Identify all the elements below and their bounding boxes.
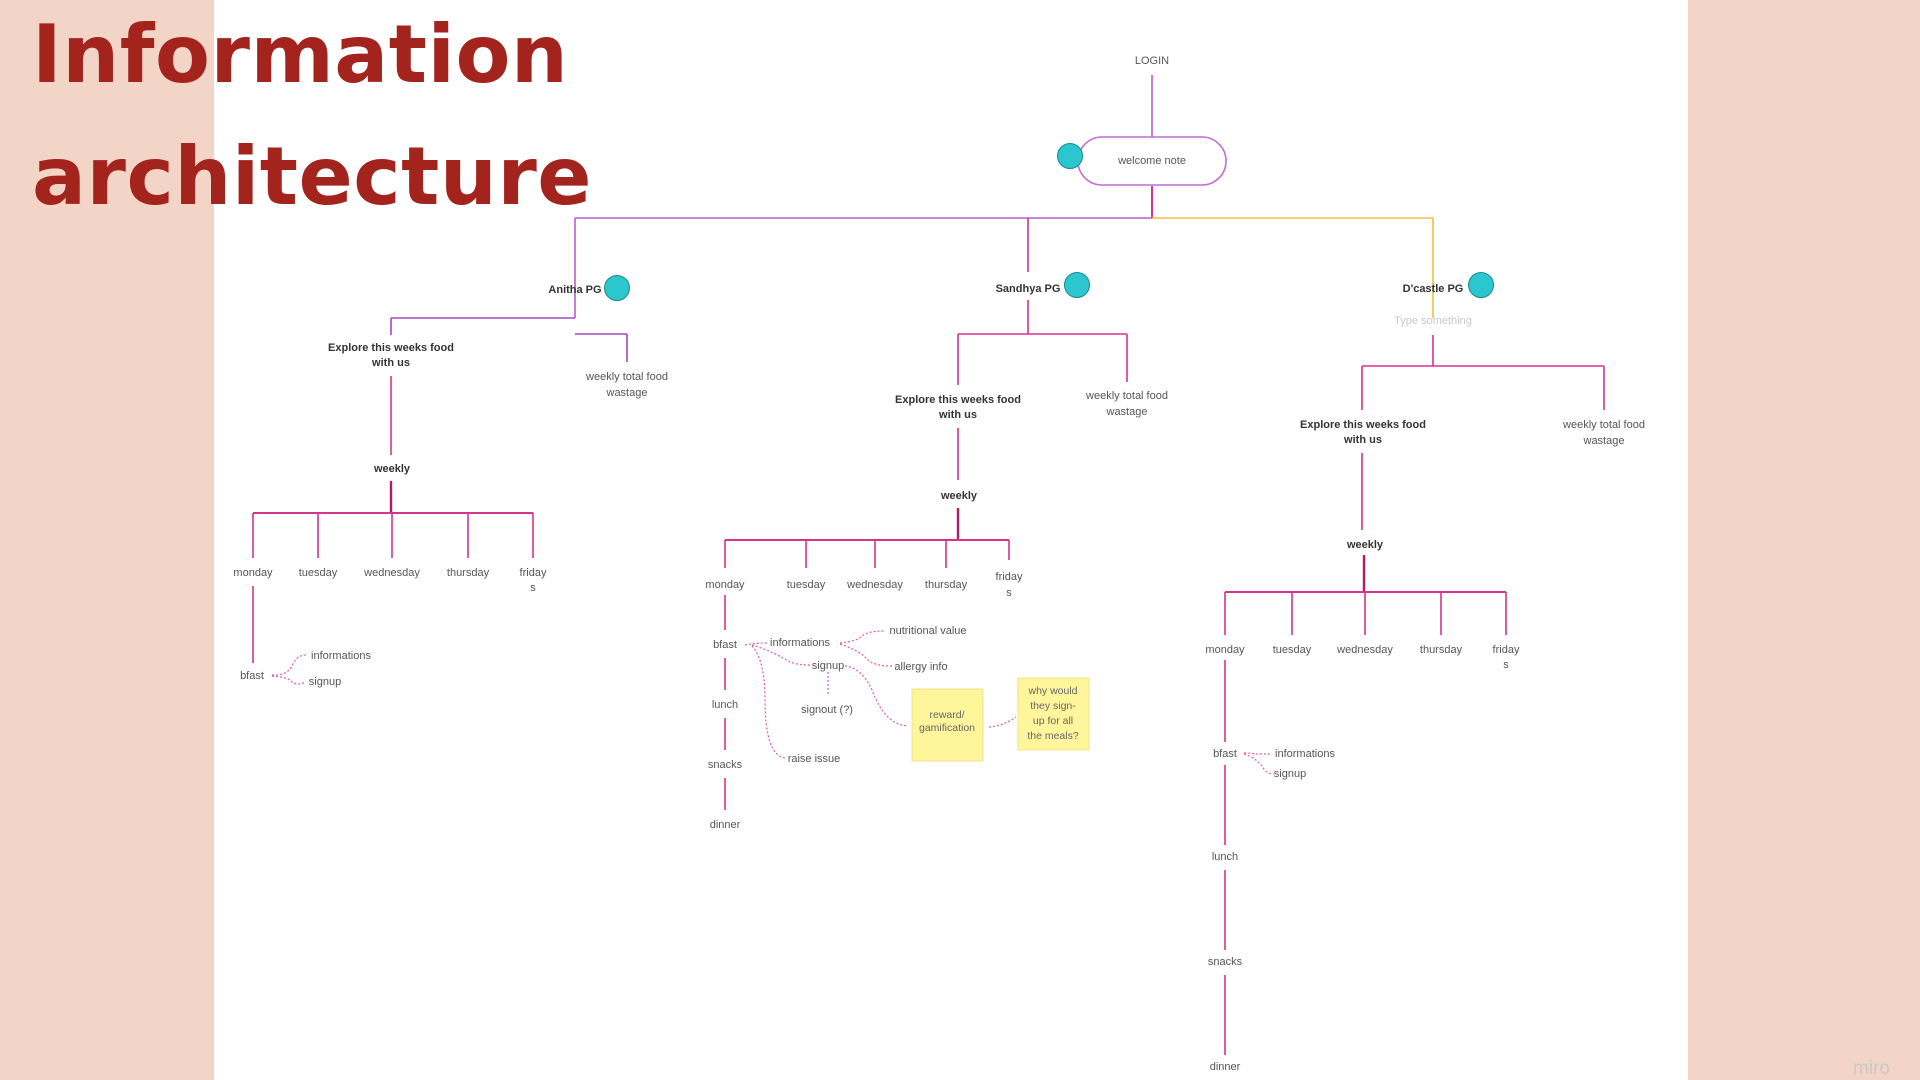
- anitha-weekly-label: weekly: [373, 463, 411, 475]
- anitha-day-thursday: thursday: [447, 567, 490, 579]
- dcastle-day-thursday: thursday: [1420, 644, 1463, 656]
- type-something-placeholder[interactable]: Type something: [1394, 315, 1472, 327]
- marker-anitha-icon: [604, 275, 630, 301]
- sandhya-raise-issue: raise issue: [788, 753, 841, 765]
- sticky-note-reward[interactable]: [911, 688, 984, 762]
- anitha-day-friday-suffix: s: [530, 582, 536, 594]
- sandhya-informations: informations: [770, 637, 830, 649]
- sandhya-day-friday-suffix: s: [1006, 587, 1012, 599]
- sandhya-meal-dinner: dinner: [710, 819, 741, 831]
- dcastle-weekly-label: weekly: [1346, 539, 1384, 551]
- dcastle-explore-line2: with us: [1343, 434, 1382, 446]
- login-node: LOGIN: [1135, 55, 1169, 67]
- dcastle-day-wednesday: wednesday: [1336, 644, 1393, 656]
- dcastle-meal-bfast: bfast: [1213, 748, 1237, 760]
- anitha-explore-line2: with us: [371, 357, 410, 369]
- sticky-why-line4: the meals?: [1027, 730, 1079, 742]
- title-line-1: Information: [32, 8, 569, 101]
- sandhya-weekly-label: weekly: [940, 490, 978, 502]
- dcastle-wastage-line2: wastage: [1583, 435, 1625, 447]
- sandhya-wastage-line2: wastage: [1106, 406, 1148, 418]
- sandhya-allergy-info: allergy info: [894, 661, 947, 673]
- sandhya-explore-line2: with us: [938, 409, 977, 421]
- sandhya-wastage-line1: weekly total food: [1085, 390, 1168, 402]
- anitha-meal-bfast: bfast: [240, 670, 264, 682]
- anitha-day-friday: friday: [520, 567, 547, 579]
- dcastle-meal-lunch: lunch: [1212, 851, 1238, 863]
- sticky-reward-line1: reward/: [929, 709, 964, 721]
- marker-welcome-icon: [1057, 143, 1083, 169]
- sandhya-meal-bfast: bfast: [713, 639, 737, 651]
- dcastle-meal-dinner: dinner: [1210, 1061, 1241, 1073]
- anitha-wastage-line1: weekly total food: [585, 371, 668, 383]
- sticky-why-line2: they sign-: [1030, 700, 1076, 712]
- sandhya-day-wednesday: wednesday: [846, 579, 903, 591]
- sandhya-signout: signout (?): [801, 704, 853, 716]
- sandhya-day-monday: monday: [705, 579, 745, 591]
- dcastle-informations: informations: [1275, 748, 1335, 760]
- anitha-day-tuesday: tuesday: [299, 567, 338, 579]
- dcastle-day-friday: friday: [1493, 644, 1520, 656]
- marker-dcastle-icon: [1468, 272, 1494, 298]
- anitha-wastage-line2: wastage: [606, 387, 648, 399]
- sandhya-day-tuesday: tuesday: [787, 579, 826, 591]
- marker-sandhya-icon: [1064, 272, 1090, 298]
- page-title: Information architecture: [32, 0, 592, 238]
- dcastle-pg-label: D'castle PG: [1403, 283, 1464, 295]
- sticky-reward-line2: gamification: [919, 722, 975, 734]
- dcastle-wastage-line1: weekly total food: [1562, 419, 1645, 431]
- dcastle-day-tuesday: tuesday: [1273, 644, 1312, 656]
- anitha-signup: signup: [309, 676, 341, 688]
- sandhya-pg-label: Sandhya PG: [996, 283, 1061, 295]
- sandhya-meal-snacks: snacks: [708, 759, 743, 771]
- dcastle-explore-line1: Explore this weeks food: [1300, 419, 1426, 431]
- sticky-note-why[interactable]: [1017, 677, 1090, 751]
- sandhya-meal-lunch: lunch: [712, 699, 738, 711]
- sticky-why-line3: up for all: [1033, 715, 1073, 727]
- dcastle-meal-snacks: snacks: [1208, 956, 1243, 968]
- welcome-note-label: welcome note: [1117, 155, 1186, 167]
- miro-watermark: miro: [1853, 1058, 1890, 1079]
- anitha-day-monday: monday: [233, 567, 273, 579]
- sandhya-day-friday: friday: [996, 571, 1023, 583]
- dcastle-day-friday-suffix: s: [1503, 659, 1509, 671]
- sandhya-day-thursday: thursday: [925, 579, 968, 591]
- sticky-why-line1: why would: [1027, 685, 1077, 697]
- anitha-explore-line1: Explore this weeks food: [328, 342, 454, 354]
- sandhya-nutritional-value: nutritional value: [889, 625, 966, 637]
- dcastle-signup: signup: [1274, 768, 1306, 780]
- title-line-2: architecture: [32, 130, 593, 223]
- anitha-informations: informations: [311, 650, 371, 662]
- dcastle-day-monday: monday: [1205, 644, 1245, 656]
- anitha-day-wednesday: wednesday: [363, 567, 420, 579]
- anitha-pg-label: Anitha PG: [548, 284, 601, 296]
- sandhya-signup: signup: [812, 660, 844, 672]
- sandhya-explore-line1: Explore this weeks food: [895, 394, 1021, 406]
